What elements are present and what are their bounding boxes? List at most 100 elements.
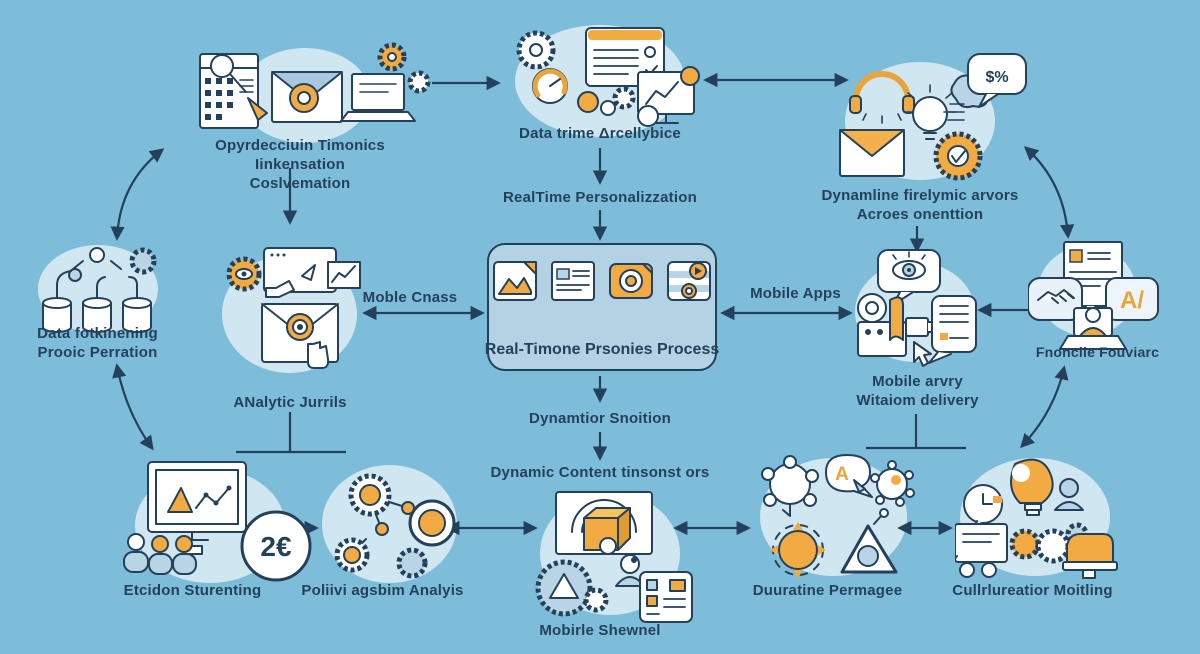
browser-pointer-icon (263, 247, 337, 298)
label-right-middle: Mobile arvry Witaiom delivery (830, 372, 1005, 410)
label-dynamic-content-text: Dynamic Content tinsonst ors (490, 464, 710, 481)
letters-badge-icon: A/ (1105, 277, 1159, 321)
cursor-hand-icon (307, 341, 330, 369)
dollar-percent-bubble-icon: $% (943, 53, 1027, 121)
database-icon (122, 297, 152, 333)
bottom-center-icons (535, 491, 693, 623)
dollar-percent-text: $% (985, 69, 1008, 86)
eye-bubble-icon (877, 249, 941, 306)
label-bottom-right-text: Duuratine Permagee (752, 582, 903, 599)
gear-icon (407, 70, 431, 94)
label-top-left: Opyrdecciuin Timonics Iinkensation Coslv… (175, 136, 425, 194)
lightbulb-icon (1010, 458, 1054, 516)
label-moble-cnass-text: Moble Cnass (362, 289, 458, 306)
envelope-coin-icon (271, 71, 343, 123)
chart-monitor-icon (147, 461, 247, 555)
database-icon (82, 297, 112, 333)
sun-gear-icon (770, 522, 826, 578)
article-icon (551, 261, 595, 301)
label-left-middle: Data fotkinening Prooic Perration (5, 324, 190, 362)
person-icon (1054, 478, 1084, 511)
camera-icon (609, 263, 653, 299)
robot-monitor-icon (955, 523, 1008, 578)
a-bubble-icon: A (825, 454, 873, 498)
pointing-hand-icon (265, 280, 295, 298)
person-icon (72, 247, 122, 270)
center-box-label: Real-Timone Prsonies Process (484, 341, 720, 358)
label-bottom-left: Etcidon Sturenting (105, 581, 280, 600)
envelope-icon (839, 129, 905, 177)
audience-icon (123, 533, 197, 575)
person-laptop-icon (1059, 307, 1127, 350)
gear-eye-icon (226, 256, 262, 292)
label-top-center-text: Data trime Δrcellybice (519, 125, 681, 142)
document-bubble-icon (928, 295, 977, 364)
label-bottom-right: Duuratine Permagee (735, 581, 920, 600)
label-top-left-line1: Opyrdecciuin Timonics Iinkensation (215, 137, 385, 174)
chain-gear-icon (577, 86, 636, 116)
tee-connector-right (866, 414, 966, 450)
cursor-icon (913, 341, 932, 367)
label-dynamtior-text: Dynamtior Snoition (529, 410, 671, 427)
label-bottom-far-right: Cullrlureatior Moitling (930, 581, 1135, 600)
gear-hand-icon (933, 131, 983, 181)
label-mobile-apps: Mobile Apps (733, 284, 858, 303)
label-bottom-gears-text: Poliivi agsbim Analyis (301, 582, 464, 599)
center-box-icons (491, 259, 713, 303)
curve-right-top (1023, 146, 1075, 239)
flask-triangle-icon (840, 508, 898, 574)
label-analytic-text: ANalytic Jurrils (233, 394, 347, 411)
virus-icon (870, 460, 915, 507)
bottom-right-icons: A (761, 454, 915, 578)
bottom-far-right-icons (955, 458, 1118, 579)
label-top-center: Data trime Δrcellybice (490, 124, 710, 143)
label-far-right-text: Fnonclie Fouviarc (1035, 344, 1160, 360)
label-bottom-far-right-text: Cullrlureatior Moitling (952, 582, 1113, 599)
chart-window-icon (327, 261, 361, 289)
image-icon (493, 261, 537, 301)
label-bottom-left-text: Etcidon Sturenting (123, 582, 262, 599)
bottom-gears-icons (334, 473, 456, 579)
handshake-icon (1028, 277, 1083, 321)
letters-text: A/ (1120, 287, 1144, 314)
top-center-icons (516, 27, 700, 127)
right-middle-icons (857, 249, 977, 367)
gear-icon (129, 247, 157, 275)
label-right-middle-line2: Witaiom delivery (856, 392, 979, 410)
label-realtime-text: RealTime Personalizzation (503, 189, 697, 206)
label-bottom-center-text: Mobirle Shewnel (539, 622, 661, 639)
headphones-icon (849, 71, 915, 124)
euro-coin-icon: 2€ (240, 510, 312, 582)
euro-coin-text: 2€ (260, 531, 292, 562)
top-right-icons: $% (839, 53, 1027, 181)
gear-icon (516, 30, 556, 70)
far-right-icons: A/ (1028, 241, 1159, 350)
truck-icon (1062, 533, 1118, 579)
label-mobile-apps-text: Mobile Apps (750, 285, 841, 302)
laptop-gears-icon (340, 42, 431, 122)
label-top-right-line1: Dynamline firelymic arvors (821, 187, 1019, 204)
top-left-icons (199, 42, 431, 129)
molecule-icon (761, 455, 819, 517)
label-top-right: Dynamline firelymic arvors Acroes onentt… (810, 186, 1030, 224)
label-analytic: ANalytic Jurrils (200, 393, 380, 412)
checklist-icon (639, 571, 693, 623)
database-icon (42, 297, 72, 333)
data-node-icon (68, 268, 82, 282)
gauge-icon (532, 68, 568, 104)
envelope-target-icon (261, 303, 339, 369)
center-process-box: Real-Timone Prsonies Process (484, 243, 720, 371)
label-realtime: RealTime Personalizzation (450, 188, 750, 207)
label-left-middle-line2: Prooic Perration (37, 344, 158, 362)
bottom-left-icons: 2€ (123, 461, 312, 582)
lightbulb-icon (903, 84, 957, 140)
gear-network-icon (334, 473, 456, 579)
package-screen-icon (555, 491, 653, 555)
left-middle-icons (42, 247, 157, 333)
label-dynamic-content: Dynamic Content tinsonst ors (440, 463, 760, 482)
pencil-icon (247, 97, 268, 121)
projector-icon (857, 293, 937, 357)
pipes-icon (56, 270, 138, 302)
